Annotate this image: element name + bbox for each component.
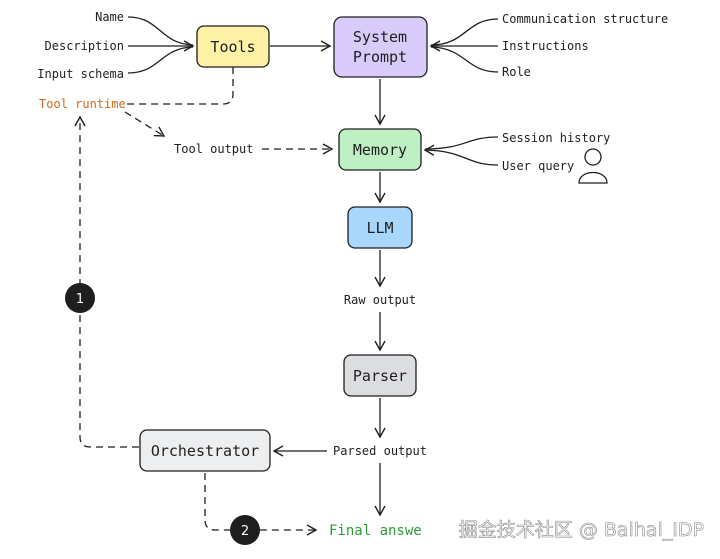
parser-label: Parser (353, 367, 407, 385)
step-2-number: 2 (241, 524, 249, 539)
system-prompt-line2: Prompt (353, 48, 407, 66)
tool-input-description: Description (45, 39, 124, 53)
orchestrator-to-runtime-dashed (74, 115, 139, 448)
tool-input-schema: Input schema (37, 67, 124, 81)
orchestrator-node: Orchestrator (139, 429, 271, 472)
step-1-number: 1 (76, 292, 84, 307)
step-1-badge: 1 (65, 283, 95, 313)
memory-node: Memory (338, 128, 422, 171)
parsed-output-label: Parsed output (333, 444, 427, 458)
watermark-text: 掘金技术社区 @ Baihai_IDP (459, 519, 704, 541)
memory-input-user-query: User query (502, 159, 574, 173)
tool-input-name: Name (95, 10, 124, 24)
system-prompt-node: System Prompt (333, 16, 428, 78)
prompt-input-connectors (429, 18, 499, 73)
orchestrator-label: Orchestrator (151, 442, 259, 460)
final-answer-label: Final answe (329, 523, 422, 539)
prompt-input-role: Role (502, 65, 531, 79)
raw-output-label: Raw output (344, 293, 416, 307)
tools-label: Tools (210, 38, 255, 56)
memory-input-session-history: Session history (502, 131, 610, 145)
parser-node: Parser (343, 354, 417, 397)
runtime-to-tool-output-dashed (124, 111, 166, 137)
tools-to-runtime-dashed (127, 67, 234, 105)
tool-runtime-label: Tool runtime (39, 97, 126, 111)
tools-input-connectors (127, 16, 195, 74)
memory-input-connectors (423, 136, 499, 166)
user-icon (578, 148, 608, 184)
llm-node: LLM (347, 206, 413, 249)
llm-label: LLM (366, 219, 393, 237)
prompt-input-communication: Communication structure (502, 12, 668, 26)
prompt-input-instructions: Instructions (502, 39, 589, 53)
system-prompt-line1: System (353, 28, 407, 46)
orchestrator-to-final-dashed (204, 473, 318, 536)
tools-node: Tools (196, 25, 270, 68)
tool-output-label: Tool output (174, 142, 253, 156)
step-2-badge: 2 (230, 515, 260, 545)
memory-label: Memory (353, 141, 407, 159)
